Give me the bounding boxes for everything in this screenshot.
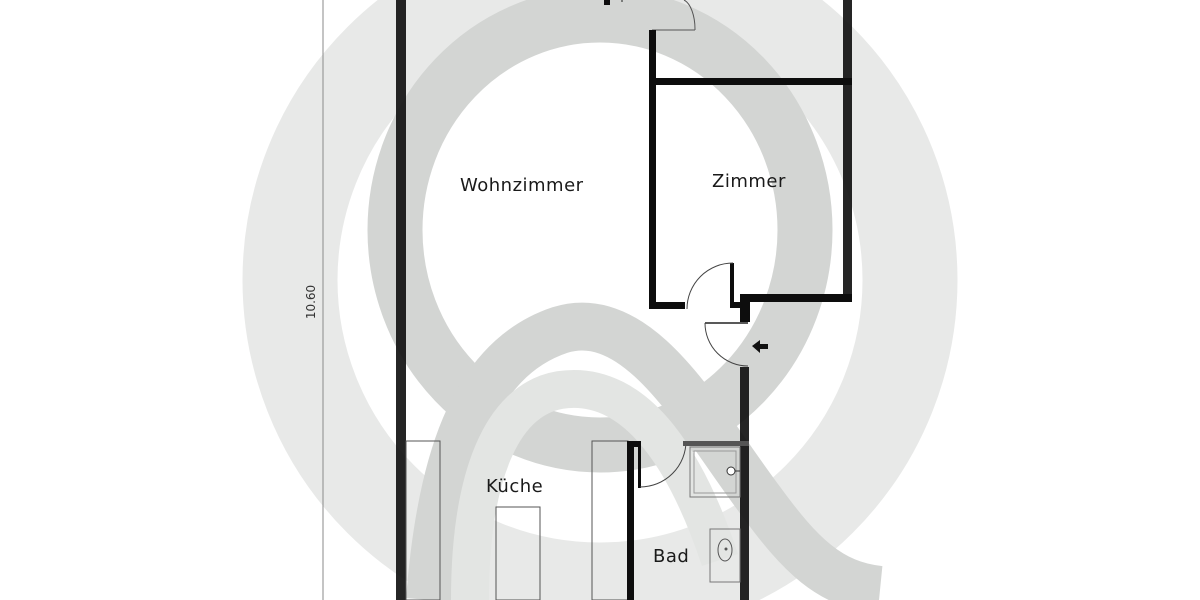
room-label-zimmer: Zimmer <box>712 171 786 192</box>
entrance-arrow-icon <box>752 340 768 353</box>
room-label-wohnzimmer: Wohnzimmer <box>460 175 584 196</box>
wall-zimmer-left <box>649 30 656 308</box>
shower-icon <box>689 446 741 498</box>
kitchen-counter-left <box>405 440 441 600</box>
door-swing-zimmer <box>686 262 734 310</box>
wall-zimmer-bottom-left <box>649 302 685 309</box>
door-swing-top <box>683 0 696 31</box>
washbasin-icon <box>709 528 741 583</box>
wall-zimmer-bottom-right <box>740 294 852 302</box>
door-swing-bad <box>639 440 687 488</box>
wall-bad-right <box>740 367 749 600</box>
room-label-kueche: Küche <box>486 476 544 497</box>
wall-bad-top <box>683 441 749 446</box>
room-label-bad: Bad <box>653 546 690 567</box>
door-swing-entrance <box>704 322 749 367</box>
wall-left <box>396 0 406 600</box>
dimension-height-label: 10.60 <box>304 284 319 320</box>
kitchen-island <box>495 506 541 600</box>
wall-right <box>843 0 852 302</box>
kitchen-counter-right <box>591 440 629 600</box>
wall-kitchen-bad <box>627 441 634 600</box>
wall-zimmer-top <box>649 78 852 85</box>
